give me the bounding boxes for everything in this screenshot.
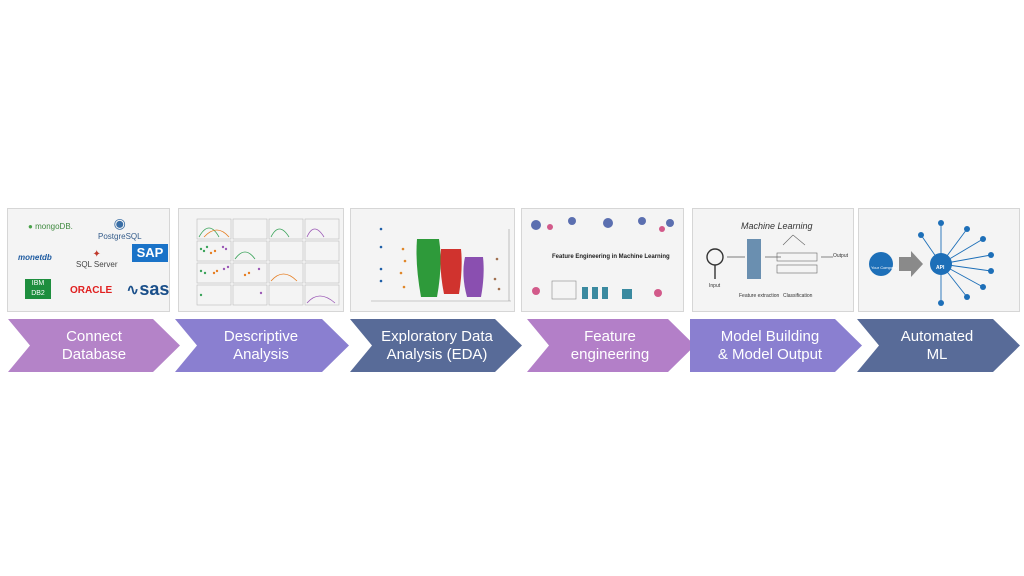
step-model-building: Model Building & Model Output xyxy=(690,319,862,372)
postgresql-logo: ◉ PostgreSQL xyxy=(98,215,142,241)
step-label: Feature engineering xyxy=(570,327,650,363)
step-label: Model Building & Model Output xyxy=(717,327,823,363)
ml-label-feature-extraction: Feature extraction xyxy=(739,293,780,299)
thumbnail-automated-ml: Your Company API xyxy=(858,208,1020,312)
mongodb-logo: ● mongoDB. xyxy=(28,222,73,231)
step-connect-database: Connect Database xyxy=(8,319,180,372)
ml-label-classification: Classification xyxy=(783,293,813,299)
oracle-logo: ORACLE xyxy=(70,285,113,296)
feature-title: Feature Engineering in Machine Learning xyxy=(552,254,670,260)
automl-company: Your Company xyxy=(871,265,898,270)
step-label: Descriptive Analysis xyxy=(223,327,299,363)
step-label: Automated ML xyxy=(900,327,974,363)
ml-pipeline-image xyxy=(706,234,833,279)
step-label: Exploratory Data Analysis (EDA) xyxy=(381,327,493,363)
thumbnail-eda xyxy=(350,208,515,312)
ml-label-output: Output xyxy=(833,253,849,259)
step-descriptive-analysis: Descriptive Analysis xyxy=(175,319,349,372)
thumbnail-descriptive-analysis xyxy=(178,208,344,312)
thumbnail-connect-database: ● mongoDB. ◉ PostgreSQL monetdb ✦ SQL Se… xyxy=(7,208,170,312)
ml-label-input: Input xyxy=(709,283,721,289)
sap-logo: SAP xyxy=(132,244,168,262)
swarmplot-image xyxy=(371,227,511,302)
feature-collage-image xyxy=(531,217,674,300)
step-automated-ml: Automated ML xyxy=(857,319,1020,372)
step-label: Connect Database xyxy=(61,327,127,363)
ml-title: Machine Learning xyxy=(741,221,813,231)
monetdb-logo: monetdb xyxy=(18,253,52,262)
ibm-db2-logo: IBM DB2 xyxy=(25,279,51,299)
automl-center: API xyxy=(936,265,945,271)
api-hub-image xyxy=(869,220,994,306)
step-feature-engineering: Feature engineering xyxy=(527,319,695,372)
thumbnail-model-building: Machine Learning Input Feature extractio… xyxy=(692,208,854,312)
sqlserver-logo: ✦ SQL Server xyxy=(76,249,118,269)
thumbnail-feature-engineering: Feature Engineering in Machine Learning xyxy=(521,208,684,312)
sas-logo: ∿sas xyxy=(126,279,170,299)
pairplot-image xyxy=(196,218,340,306)
step-eda: Exploratory Data Analysis (EDA) xyxy=(350,319,522,372)
